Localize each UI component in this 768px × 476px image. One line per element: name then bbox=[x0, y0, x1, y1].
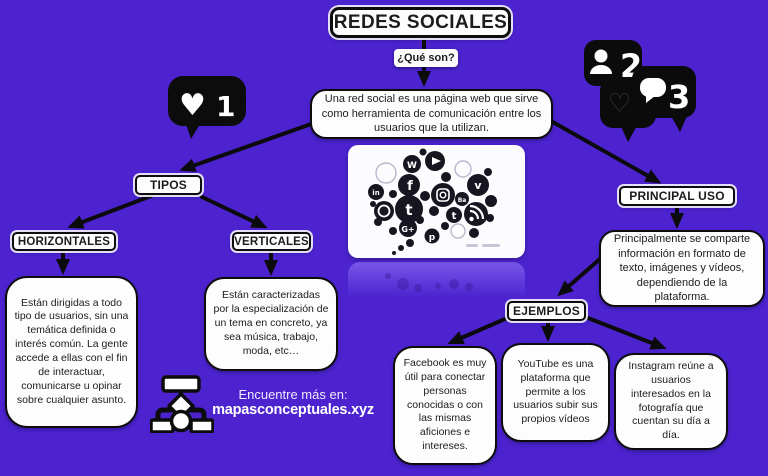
arrow-ejemplos-to-instagram bbox=[586, 316, 667, 350]
like-notification-bubble: ♥ 1 bbox=[168, 76, 246, 139]
comment-count: 3 bbox=[668, 78, 690, 116]
node-verticales: VERTICALES bbox=[232, 232, 311, 251]
principal-uso-label: PRINCIPAL USO bbox=[629, 189, 725, 203]
verticales-label: VERTICALES bbox=[234, 235, 309, 248]
node-tipos: TIPOS bbox=[135, 175, 202, 195]
arrow-definition-to-tipos bbox=[179, 121, 316, 172]
social-media-brain-image: W f v in Ba t t G+ p bbox=[348, 145, 525, 258]
arrow-principal-text-to-ejemplos bbox=[557, 256, 603, 297]
whatsapp-icon bbox=[377, 204, 391, 218]
map-title: REDES SOCIALES bbox=[333, 11, 508, 33]
facebook-example-text: Facebook es muy útil para conectar perso… bbox=[403, 356, 487, 453]
tipos-label: TIPOS bbox=[149, 178, 187, 192]
pinterest-icon: p bbox=[429, 233, 436, 243]
twitter-icon: t bbox=[405, 201, 412, 219]
comment-notification-bubble: 3 bbox=[632, 66, 696, 132]
node-question: ¿Qué son? bbox=[394, 49, 458, 67]
node-example-facebook: Facebook es muy útil para conectar perso… bbox=[393, 346, 497, 465]
node-horizontales-text: Están dirigidas a todo tipo de usuarios,… bbox=[5, 276, 138, 428]
googleplus-icon: G+ bbox=[401, 225, 414, 234]
node-verticales-text: Están caracterizadas por la especializac… bbox=[204, 277, 338, 371]
heart-icon: ♥ bbox=[179, 88, 206, 123]
rss-icon bbox=[469, 209, 480, 220]
horizontales-text: Están dirigidas a todo tipo de usuarios,… bbox=[14, 296, 129, 406]
definition-text: Una red social es una página web que sir… bbox=[321, 93, 542, 135]
node-example-instagram: Instagram reúne a usuarios interesados e… bbox=[614, 353, 728, 450]
question-label: ¿Qué son? bbox=[397, 52, 455, 64]
principal-uso-text: Principalmente se comparte información e… bbox=[613, 233, 751, 304]
sketch-circle-icon bbox=[454, 160, 472, 178]
notification-cluster: ♡ 2 3 bbox=[584, 40, 696, 142]
sketch-circle-icon bbox=[375, 162, 397, 184]
user-icon bbox=[594, 49, 608, 63]
chat-bubble-icon bbox=[640, 78, 666, 97]
arrow-tipos-to-verticales bbox=[200, 195, 268, 229]
behance-icon: Ba bbox=[458, 197, 467, 204]
arrow-definition-to-principal-uso bbox=[549, 119, 662, 184]
node-principal-uso: PRINCIPAL USO bbox=[619, 186, 735, 206]
instagram-icon bbox=[436, 188, 450, 202]
node-definition: Una red social es una página web que sir… bbox=[310, 89, 553, 139]
vimeo-icon: v bbox=[474, 179, 482, 192]
card-reflection bbox=[348, 262, 525, 304]
heart-outline-icon: ♡ bbox=[608, 89, 631, 119]
node-title: REDES SOCIALES bbox=[330, 7, 511, 38]
footer-find-more: Encuentre más en: bbox=[238, 387, 348, 402]
like-count: 1 bbox=[216, 90, 235, 123]
youtube-example-text: YouTube es una plataforma que permite a … bbox=[513, 357, 598, 426]
tumblr-icon: t bbox=[452, 211, 457, 222]
node-ejemplos: EJEMPLOS bbox=[507, 301, 586, 321]
social-icons-cloud: W f v in Ba t t G+ p bbox=[368, 148, 500, 255]
node-example-youtube: YouTube es una plataforma que permite a … bbox=[501, 343, 610, 442]
arrow-ejemplos-to-facebook bbox=[447, 317, 507, 345]
node-horizontales: HORIZONTALES bbox=[12, 232, 116, 251]
footer: Encuentre más en: mapasconceptuales.xyz bbox=[208, 387, 378, 418]
youtube-play-icon bbox=[432, 157, 441, 165]
facebook-icon: f bbox=[407, 179, 413, 194]
card-watermark bbox=[466, 244, 500, 247]
wordpress-icon: W bbox=[407, 161, 417, 171]
horizontales-label: HORIZONTALES bbox=[17, 235, 111, 248]
linkedin-icon: in bbox=[372, 189, 379, 197]
footer-site-url: mapasconceptuales.xyz bbox=[212, 402, 374, 418]
verticales-text: Están caracterizadas por la especializac… bbox=[213, 289, 329, 357]
arrow-tipos-to-horizontales bbox=[67, 194, 153, 229]
concept-map-flowchart-logo bbox=[150, 375, 214, 433]
instagram-example-text: Instagram reúne a usuarios interesados e… bbox=[628, 359, 714, 442]
node-principal-uso-text: Principalmente se comparte información e… bbox=[599, 230, 765, 307]
sketch-circle-icon bbox=[450, 223, 466, 239]
ejemplos-label: EJEMPLOS bbox=[513, 304, 580, 318]
